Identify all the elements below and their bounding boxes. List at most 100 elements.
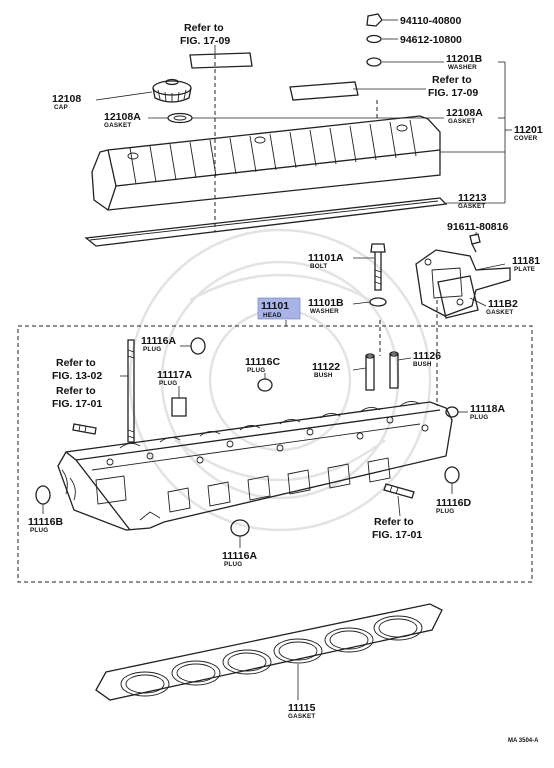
svg-text:11122: 11122 <box>312 361 340 373</box>
svg-text:12108A: 12108A <box>446 107 483 119</box>
svg-text:GASKET: GASKET <box>448 118 475 125</box>
plug-11116d-icon <box>444 466 460 484</box>
svg-text:Refer to: Refer to <box>56 385 96 397</box>
svg-text:PLUG: PLUG <box>30 527 48 534</box>
svg-text:11201B: 11201B <box>446 53 483 65</box>
valve-cover-icon <box>91 115 441 211</box>
cylinder-head-icon <box>57 401 453 531</box>
svg-text:11126: 11126 <box>413 350 441 362</box>
svg-text:GASKET: GASKET <box>486 309 513 316</box>
svg-text:PLUG: PLUG <box>143 346 161 353</box>
bush-11126-icon <box>389 351 399 389</box>
label-refer-1701-right: Refer to FIG. 17-01 <box>372 516 422 541</box>
bolt-small-icon <box>469 233 481 253</box>
small-gasket-pad-right <box>289 81 359 101</box>
svg-text:COVER: COVER <box>514 135 538 142</box>
small-gasket-pad-top <box>189 52 253 69</box>
oil-cap-icon <box>152 78 192 103</box>
stud-lower-icon <box>383 483 415 499</box>
drawing-code: MA 3504-A <box>508 738 539 744</box>
label-11122: 11122 BUSH <box>312 361 340 379</box>
plug-11116a-icon <box>190 337 206 355</box>
label-11116c: 11116C PLUG <box>245 356 280 374</box>
label-12108a-right: 12108A GASKET <box>446 107 483 125</box>
svg-text:11116A: 11116A <box>222 550 257 562</box>
label-11101-head: 11101 HEAD <box>257 297 301 320</box>
plug-11116b-icon <box>35 485 51 505</box>
svg-text:11115: 11115 <box>288 702 316 714</box>
head-gasket-icon <box>95 603 443 701</box>
svg-text:11213: 11213 <box>458 192 487 204</box>
nut-icon <box>366 13 383 27</box>
label-11101a: 11101A BOLT <box>308 252 344 270</box>
washer-icon <box>366 34 382 44</box>
label-11101b: 11101B WASHER <box>308 297 344 315</box>
plug-11116a-lower-icon <box>230 519 250 537</box>
svg-text:PLUG: PLUG <box>247 367 265 374</box>
head-bolt-icon <box>370 243 386 291</box>
stud-icon <box>127 339 135 443</box>
label-refer-1709-top: Refer to FIG. 17-09 <box>180 22 230 47</box>
svg-text:WASHER: WASHER <box>310 308 339 315</box>
svg-text:11101: 11101 <box>261 300 289 312</box>
label-11116b: 11116B PLUG <box>28 516 63 534</box>
label-11116a-top: 11116A PLUG <box>141 335 176 353</box>
svg-text:GASKET: GASKET <box>104 122 131 129</box>
label-12108: 12108 CAP <box>52 93 81 111</box>
svg-text:12108: 12108 <box>52 93 81 105</box>
washer-11201b-icon <box>366 57 382 67</box>
label-11116d: 11116D PLUG <box>436 497 471 515</box>
label-94612: 94612-10800 <box>400 34 462 46</box>
svg-text:Refer to: Refer to <box>56 357 96 369</box>
bush-11122-icon <box>365 353 375 391</box>
svg-text:HEAD: HEAD <box>263 312 282 319</box>
label-91611: 91611-80816 <box>447 221 508 233</box>
svg-text:11117A: 11117A <box>157 369 192 381</box>
svg-text:11116B: 11116B <box>28 516 63 528</box>
label-11201: 11201 COVER <box>514 124 543 142</box>
svg-text:12108A: 12108A <box>104 111 141 123</box>
svg-text:FIG. 17-01: FIG. 17-01 <box>372 529 422 541</box>
svg-text:Refer to: Refer to <box>184 22 224 34</box>
label-111b2: 111B2 GASKET <box>486 298 518 316</box>
svg-text:11101A: 11101A <box>308 252 344 264</box>
svg-text:11101B: 11101B <box>308 297 344 309</box>
head-assembly-box <box>17 325 533 583</box>
label-refer-1302: Refer to FIG. 13-02 <box>52 357 102 382</box>
label-11118a: 11118A PLUG <box>470 403 505 421</box>
svg-text:PLUG: PLUG <box>224 561 242 568</box>
svg-text:PLUG: PLUG <box>470 414 488 421</box>
plate-gasket-icon <box>437 275 479 319</box>
label-12108a-left: 12108A GASKET <box>104 111 141 129</box>
svg-text:GASKET: GASKET <box>288 713 315 720</box>
label-11213: 11213 GASKET <box>458 192 487 210</box>
label-11117a: 11117A PLUG <box>157 369 192 387</box>
svg-text:BUSH: BUSH <box>413 361 432 368</box>
label-11201b: 11201B WASHER <box>446 53 483 71</box>
stud-small-icon <box>72 423 97 435</box>
label-11116a-bottom: 11116A PLUG <box>222 550 257 568</box>
plug-11117a-icon <box>171 397 187 417</box>
svg-text:PLATE: PLATE <box>514 266 535 273</box>
svg-text:WASHER: WASHER <box>448 64 477 71</box>
svg-text:FIG. 17-09: FIG. 17-09 <box>428 87 478 99</box>
svg-text:Refer to: Refer to <box>432 74 472 86</box>
cover-gasket-icon <box>84 197 448 247</box>
svg-text:11116C: 11116C <box>245 356 280 368</box>
svg-text:GASKET: GASKET <box>458 203 485 210</box>
svg-text:PLUG: PLUG <box>159 380 177 387</box>
plug-11116c-icon <box>257 378 273 392</box>
svg-text:11201: 11201 <box>514 124 543 136</box>
cap-gasket-icon <box>167 112 193 124</box>
svg-text:Refer to: Refer to <box>374 516 414 528</box>
svg-text:BOLT: BOLT <box>310 263 327 270</box>
svg-text:11116D: 11116D <box>436 497 471 509</box>
label-11115: 11115 GASKET <box>288 702 316 720</box>
svg-text:11118A: 11118A <box>470 403 505 415</box>
label-11181: 11181 PLATE <box>512 255 540 273</box>
svg-text:BUSH: BUSH <box>314 372 333 379</box>
label-94110: 94110-40800 <box>400 15 461 27</box>
plate-bracket-icon <box>415 249 511 317</box>
svg-text:PLUG: PLUG <box>436 508 454 515</box>
